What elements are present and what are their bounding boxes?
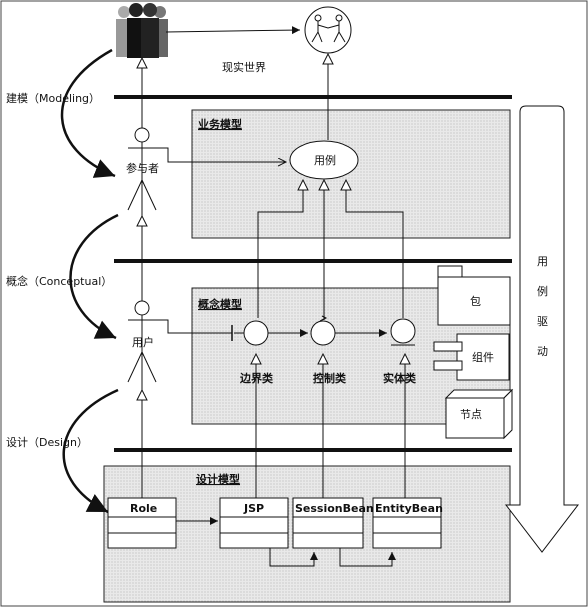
use-case-driven-char-3: 驱 (537, 315, 548, 328)
class-name-entitybean: EntityBean (375, 502, 443, 515)
use-case-driven-char-1: 用 (537, 255, 548, 268)
user-actor (127, 300, 157, 383)
use-case-driven-arrow (504, 105, 580, 553)
use-case-label: 用例 (314, 153, 336, 167)
boundary-class-icon (234, 320, 269, 346)
class-name-sessionbean: SessionBean (295, 502, 374, 515)
design-label: 设计（Design） (6, 436, 88, 449)
business-model-box (191, 109, 511, 239)
component-label: 组件 (472, 350, 494, 364)
entity-class-label: 实体类 (383, 371, 417, 385)
class-name-jsp: JSP (243, 502, 264, 515)
package-label: 包 (470, 295, 481, 308)
modeling-label: 建模（Modeling） (6, 91, 100, 105)
conceptual-model-label: 概念模型 (198, 297, 242, 311)
use-case-driven-char-4: 动 (537, 345, 548, 358)
real-world-label: 现实世界 (222, 60, 266, 74)
design-model-label: 设计模型 (196, 472, 240, 486)
class-box-sessionbean: SessionBean (292, 497, 374, 549)
conceptual-label: 概念（Conceptual） (6, 274, 112, 288)
node-icon (444, 388, 514, 440)
people-icon (116, 3, 168, 58)
participant-label: 参与者 (126, 161, 159, 175)
use-case-driven-char-2: 例 (537, 284, 548, 298)
class-box-jsp: JSP (219, 497, 289, 549)
class-name-role: Role (130, 502, 157, 515)
package-icon (437, 265, 511, 326)
control-class-label: 控制类 (313, 371, 347, 385)
participant-actor (127, 127, 157, 211)
entity-class-icon (390, 318, 416, 346)
user-label: 用户 (132, 335, 154, 349)
handshake-icon (304, 6, 352, 54)
class-box-role: Role (107, 497, 177, 549)
node-label: 节点 (460, 408, 482, 421)
component-icon (433, 333, 510, 381)
business-model-label: 业务模型 (198, 117, 242, 131)
class-box-entitybean: EntityBean (372, 497, 443, 549)
